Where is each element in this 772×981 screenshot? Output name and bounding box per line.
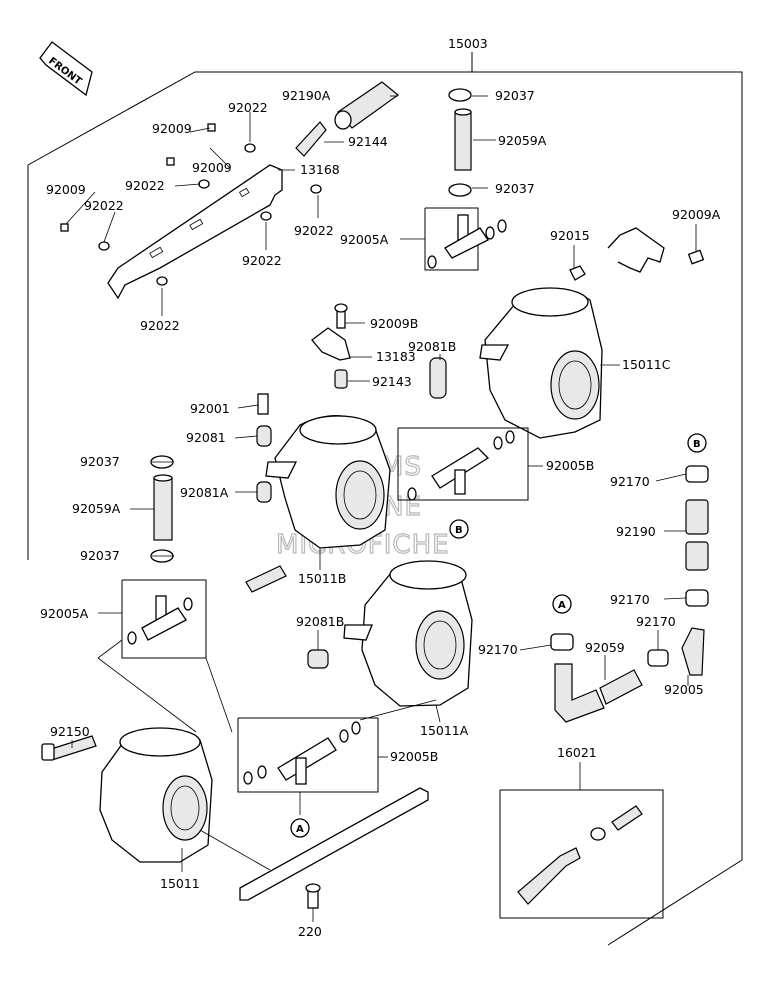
screw-92009B [334,303,348,329]
label-92022-e: 92022 [242,253,282,268]
label-92190: 92190 [616,524,656,539]
spring-92081A [256,481,272,503]
tee-92005A-top [424,207,507,271]
label-92001: 92001 [190,401,230,416]
label-92005A-left: 92005A [40,606,89,621]
label-92081: 92081 [186,430,226,445]
clamp-92170-d [647,649,669,667]
label-92190A: 92190A [282,88,331,103]
bracket-plate [107,164,283,300]
jet-15011B [245,565,287,593]
label-92005: 92005 [664,682,704,697]
label-92022-d: 92022 [294,223,334,238]
bolt-92150 [41,735,97,761]
label-92022-c: 92022 [84,198,124,213]
label-13168: 13168 [300,162,340,177]
label-220: 220 [298,924,322,939]
label-92150: 92150 [50,724,90,739]
connector-line-a [359,699,437,721]
callout-a-bottom-label: A [296,824,304,835]
label-92037-c: 92037 [80,454,120,469]
carburetor-15011B [265,415,391,549]
elbow-92005 [681,627,705,676]
label-92059: 92059 [585,640,625,655]
callout-b-mid-label: B [455,525,463,536]
tee-92005A-left [121,579,207,659]
label-92059A-left: 92059A [72,501,121,516]
label-92009A: 92009A [672,207,721,222]
label-92022-a: 92022 [228,100,268,115]
front-arrow-icon: FRONT [39,41,93,97]
label-13183: 13183 [376,349,416,364]
label-92022-f: 92022 [140,318,180,333]
label-92022-b: 92022 [125,178,165,193]
rail-220 [199,787,429,909]
label-92037-top: 92037 [495,88,535,103]
label-92170-c: 92170 [478,642,518,657]
callout-b-right: B [687,433,707,453]
screw-92001 [257,393,269,415]
label-15011: 15011 [160,876,200,891]
assembly-frame [27,52,743,946]
leader-lines [65,95,697,922]
spring-92081B-top [429,357,447,399]
spring-92081B-mid [307,649,329,669]
label-15011A: 15011A [420,723,469,738]
label-92081A: 92081A [180,485,229,500]
tube-92190A [334,81,399,130]
pin-92143 [334,369,348,389]
label-92009-a: 92009 [152,121,192,136]
label-92170-d: 92170 [636,614,676,629]
label-92143: 92143 [372,374,412,389]
callout-a-bottom: A [290,818,310,838]
hose-92059 [554,663,643,723]
cap-92037-top [448,88,472,102]
label-92009B: 92009B [370,316,418,331]
label-92005A-top: 92005A [340,232,389,247]
label-92009-c: 92009 [46,182,86,197]
label-92144: 92144 [348,134,388,149]
hose-92190 [685,499,709,571]
spring-92144 [295,121,327,157]
clamp-92170-a [685,465,709,483]
washers-bracket [60,123,322,286]
connector-lines-left [97,639,233,733]
carburetor-15011 [99,727,213,863]
clamp-92170-c [550,633,574,651]
label-92005B-bottom: 92005B [390,749,438,764]
callout-a-right: A [552,594,572,614]
callout-b-mid: B [449,519,469,539]
part-labels: 92190A 92037 92022 92144 92059A 92009 92… [40,88,721,939]
clamp-92170-b [685,589,709,607]
label-92059A-top: 92059A [498,133,547,148]
label-15003: 15003 [448,36,488,51]
kit-16021 [499,762,664,919]
label-92037-d: 92037 [80,548,120,563]
cap-92037-b [448,183,472,197]
label-15011C: 15011C [622,357,671,372]
label-92170-a: 92170 [610,474,650,489]
label-92170-b: 92170 [610,592,650,607]
lever-13183 [311,327,351,361]
bracket-92015 [569,227,705,281]
label-92015: 92015 [550,228,590,243]
label-92037-b: 92037 [495,181,535,196]
label-92081B-top: 92081B [408,339,456,354]
label-92005B-top: 92005B [546,458,594,473]
label-15011B: 15011B [298,571,346,586]
label-16021: 16021 [557,745,597,760]
tube-92059A-top [454,108,472,171]
tee-92005B-top [397,427,529,501]
callout-a-label: A [558,600,566,611]
carburetor-15011C [479,287,603,439]
callout-b-label: B [693,439,701,450]
label-92009-b: 92009 [192,160,232,175]
tube-92059A-left [153,474,173,541]
label-92081B-mid: 92081B [296,614,344,629]
spring-92081 [256,425,272,447]
tee-92005B-bottom [237,717,379,815]
carburetor-15011A [343,560,473,707]
